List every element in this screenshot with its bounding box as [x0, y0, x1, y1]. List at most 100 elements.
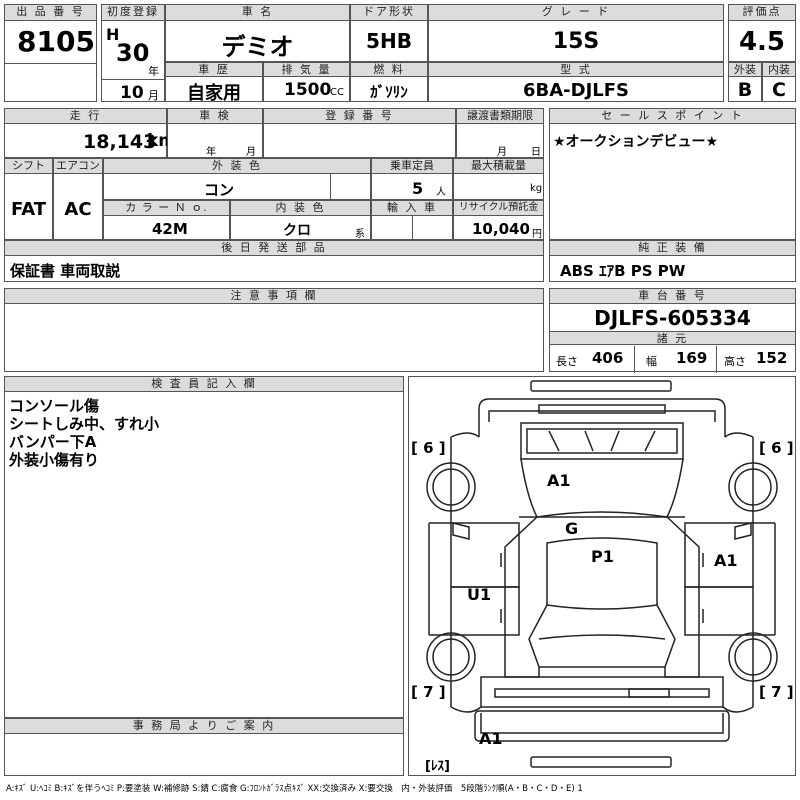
displacement-box: 排 気 量 1500 CC	[263, 62, 350, 102]
dimensions-label: 諸 元	[550, 331, 795, 345]
cc-unit: CC	[330, 87, 344, 98]
tire-left-front: [ 6 ]	[411, 439, 446, 457]
legend: A:ｷｽﾞ U:ﾍｺﾐ B:ｷｽﾞを伴うﾍｺﾐ P:要塗装 W:補修跡 S:錆 …	[6, 784, 583, 794]
sales-point-box: セ ー ル ス ポ イ ン ト ★オークションデビュー★	[549, 108, 796, 240]
transfer-deadline-box: 譲渡書類期限 月 日	[456, 108, 544, 158]
car-outline-drawing	[426, 380, 778, 768]
genuine-equipment-label: 純 正 装 備	[550, 241, 795, 256]
kg-unit: kg	[530, 183, 543, 194]
damage-mark: G	[565, 519, 579, 538]
first-registration-label: 初度登録	[102, 5, 164, 21]
score-label: 評価点	[729, 5, 795, 21]
inspector-box: 検 査 員 記 入 欄 コンソール傷 シートしみ中、すれ小 バンパー下A 外装小…	[4, 376, 404, 718]
model-code: 6BA-DJLFS	[522, 80, 629, 101]
displacement-label: 排 気 量	[264, 63, 349, 77]
inspection-box: 車 検 年 月	[167, 108, 263, 158]
capacity: 5	[412, 179, 424, 198]
sales-point-label: セ ー ル ス ポ イ ン ト	[550, 109, 795, 124]
exterior-color-label: 外 装 色	[104, 159, 370, 174]
insp-month-unit: 月	[246, 147, 256, 158]
office-notice-label: 事 務 局 よ り ご 案 内	[5, 719, 403, 734]
grade-label: グ レ ー ド	[429, 5, 723, 21]
later-parts: 保証書 車両取説	[10, 262, 121, 280]
color-no-box: カ ラ ー Ｎ ｏ. 42M	[103, 200, 230, 240]
color-no-label: カ ラ ー Ｎ ｏ.	[104, 201, 229, 216]
damage-mark: U1	[467, 585, 492, 604]
model-code-box: 型 式 6BA-DJLFS	[428, 62, 724, 102]
capacity-box: 乗車定員 5 人	[371, 158, 453, 200]
yen-unit: 円	[532, 229, 542, 240]
first-registration-box: 初度登録 H 30 年 10 月	[101, 4, 165, 103]
inspector-line: バンパー下A	[9, 433, 97, 451]
reg-year: 30	[116, 39, 150, 67]
aircon: AC	[64, 199, 92, 220]
model-code-label: 型 式	[429, 63, 723, 77]
office-notice-box: 事 務 局 よ り ご 案 内	[4, 718, 404, 776]
shift: FAT	[10, 199, 47, 220]
interior-color: クロ	[283, 223, 311, 239]
damage-mark: A1	[714, 551, 738, 570]
fuel: ｶﾞｿﾘﾝ	[370, 83, 408, 101]
exterior-grade: B	[737, 79, 753, 101]
era: H	[106, 25, 120, 44]
shift-label: シフト	[5, 159, 52, 174]
transfer-month-unit: 月	[497, 147, 507, 158]
exterior-color: コン	[204, 181, 235, 199]
inspector-line: 外装小傷有り	[9, 451, 100, 469]
inspection-label: 車 検	[168, 109, 262, 124]
year-unit: 年	[148, 65, 159, 78]
recycle-box: リサイクル預託金 10,040 円	[453, 200, 544, 240]
import-label: 輸 入 車	[372, 201, 452, 216]
series-unit: 系	[355, 229, 365, 240]
genuine-equipment-box: 純 正 装 備 ABS ｴｱB PS PW	[549, 240, 796, 282]
capacity-label: 乗車定員	[372, 159, 452, 174]
width: 169	[676, 349, 708, 367]
tire-right-rear: [ 7 ]	[759, 683, 794, 701]
inspector-label: 検 査 員 記 入 欄	[5, 377, 403, 392]
exterior-grade-label: 外装	[729, 63, 761, 77]
damage-mark: A1	[547, 471, 571, 490]
exterior-grade-box: 外装 B	[728, 62, 762, 102]
fuel-box: 燃 料 ｶﾞｿﾘﾝ	[350, 62, 428, 102]
car-name-label: 車 名	[166, 5, 349, 21]
history: 自家用	[187, 83, 241, 104]
shift-box: シフト FAT	[4, 158, 53, 240]
color-no: 42M	[152, 220, 188, 238]
genuine-equipment: ABS ｴｱB PS PW	[560, 262, 686, 280]
reg-month: 10	[120, 83, 144, 103]
spare-tire: [ﾚｽ]	[425, 759, 450, 774]
later-parts-label: 後 日 発 送 部 品	[5, 241, 543, 256]
chassis-box: 車 台 番 号 DJLFS-605334 諸 元 長さ 406 幅 169 高さ…	[549, 288, 796, 373]
car-name-box: 車 名 デミオ	[165, 4, 350, 62]
sales-point: ★オークションデビュー★	[553, 134, 719, 150]
interior-color-label: 内 装 色	[231, 201, 370, 216]
max-load-box: 最大積載量 kg	[453, 158, 544, 200]
interior-grade-box: 内装 C	[762, 62, 796, 102]
registration-label: 登 録 番 号	[264, 109, 455, 124]
damage-mark: P1	[591, 547, 614, 566]
tire-right-front: [ 6 ]	[759, 439, 794, 457]
mileage-box: 走 行 18,143 km	[4, 108, 176, 158]
aircon-label: エアコン	[54, 159, 102, 174]
notes-label: 注 意 事 項 欄	[5, 289, 543, 304]
lot-number-label: 出 品 番 号	[5, 5, 96, 21]
recycle: 10,040	[472, 220, 530, 238]
insp-year-unit: 年	[206, 147, 216, 158]
chassis-label: 車 台 番 号	[550, 289, 795, 304]
car-name: デミオ	[221, 33, 294, 61]
score: 4.5	[738, 27, 786, 57]
door-type-label: ドア形状	[351, 5, 427, 21]
history-box: 車 歴 自家用	[165, 62, 263, 104]
height-label: 高さ	[724, 355, 746, 368]
month-unit: 月	[148, 89, 159, 102]
history-label: 車 歴	[166, 63, 262, 77]
inspector-line: コンソール傷	[9, 397, 100, 415]
recycle-label: リサイクル預託金	[454, 201, 543, 216]
persons-unit: 人	[436, 187, 446, 198]
height: 152	[756, 349, 788, 367]
exterior-color-box: 外 装 色 コン	[103, 158, 371, 201]
length-label: 長さ	[556, 355, 578, 368]
interior-grade: C	[772, 79, 786, 101]
aircon-box: エアコン AC	[53, 158, 103, 240]
length: 406	[592, 349, 624, 367]
